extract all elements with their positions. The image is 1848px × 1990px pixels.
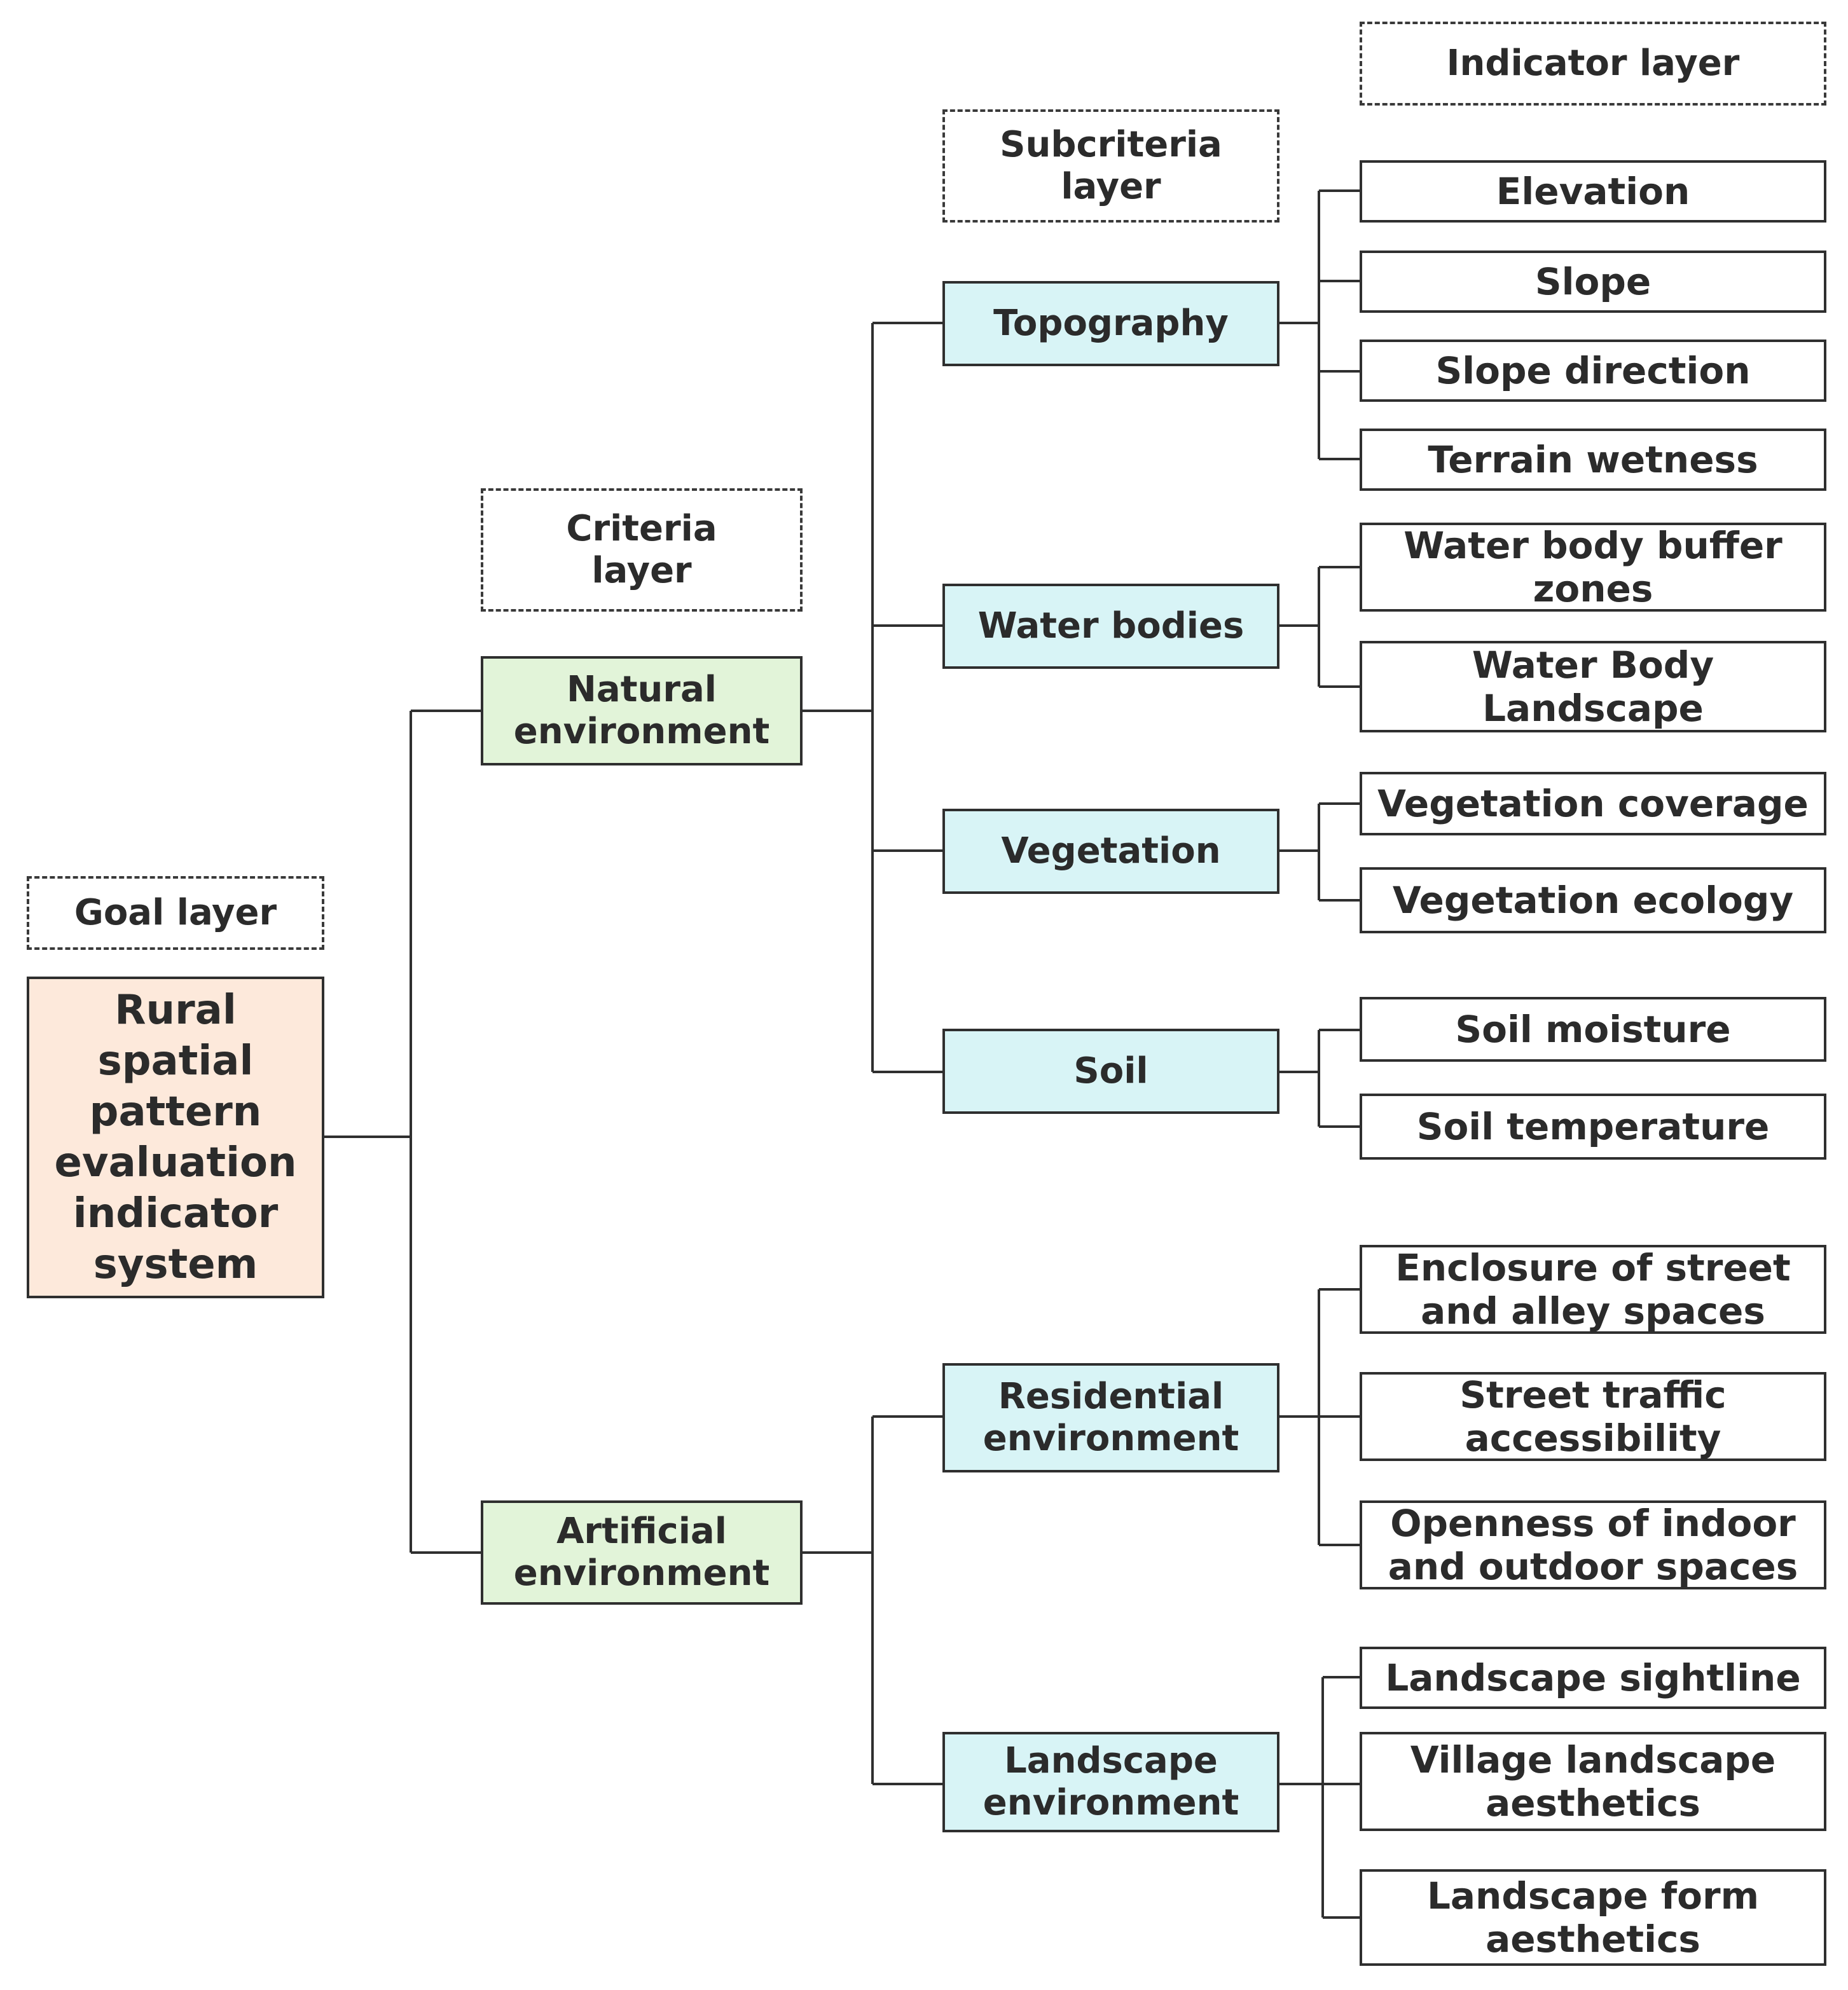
indicator-enclosure-of-street-and-alley-spaces: Enclosure of street and alley spaces bbox=[1360, 1245, 1826, 1334]
indicator-openness-of-indoor-and-outdoor-spaces: Openness of indoor and outdoor spaces bbox=[1360, 1500, 1826, 1589]
indicator-soil-moisture: Soil moisture bbox=[1360, 997, 1826, 1062]
indicator-elevation: Elevation bbox=[1360, 160, 1826, 223]
indicator-street-traffic-accessibility: Street traffic accessibility bbox=[1360, 1372, 1826, 1461]
indicator-slope: Slope bbox=[1360, 250, 1826, 313]
indicator-water-body-buffer-zones: Water body buffer zones bbox=[1360, 523, 1826, 612]
indicator-landscape-form-aesthetics: Landscape form aesthetics bbox=[1360, 1869, 1826, 1966]
indicator-soil-temperature: Soil temperature bbox=[1360, 1094, 1826, 1160]
subcriteria-layer-label: Subcriteria layer bbox=[942, 109, 1279, 223]
indicator-vegetation-coverage: Vegetation coverage bbox=[1360, 772, 1826, 835]
subcriteria-node-landscape: Landscape environment bbox=[942, 1732, 1279, 1832]
criteria-node-natural: Natural environment bbox=[481, 656, 803, 765]
indicator-landscape-sightline: Landscape sightline bbox=[1360, 1647, 1826, 1709]
indicator-water-body-landscape: Water Body Landscape bbox=[1360, 641, 1826, 732]
criteria-node-artificial: Artificial environment bbox=[481, 1500, 803, 1605]
subcriteria-node-water-bodies: Water bodies bbox=[942, 584, 1279, 669]
goal-layer-label: Goal layer bbox=[27, 876, 324, 950]
subcriteria-node-soil: Soil bbox=[942, 1029, 1279, 1114]
indicator-slope-direction: Slope direction bbox=[1360, 340, 1826, 402]
subcriteria-node-vegetation: Vegetation bbox=[942, 809, 1279, 894]
indicator-layer-label: Indicator layer bbox=[1360, 22, 1826, 106]
indicator-vegetation-ecology: Vegetation ecology bbox=[1360, 867, 1826, 933]
indicator-terrain-wetness: Terrain wetness bbox=[1360, 429, 1826, 491]
subcriteria-node-topography: Topography bbox=[942, 281, 1279, 366]
goal-node: Rural spatial pattern evaluation indicat… bbox=[27, 977, 324, 1298]
indicator-village-landscape-aesthetics: Village landscape aesthetics bbox=[1360, 1732, 1826, 1831]
subcriteria-node-residential: Residential environment bbox=[942, 1363, 1279, 1472]
criteria-layer-label: Criteria layer bbox=[481, 488, 803, 612]
